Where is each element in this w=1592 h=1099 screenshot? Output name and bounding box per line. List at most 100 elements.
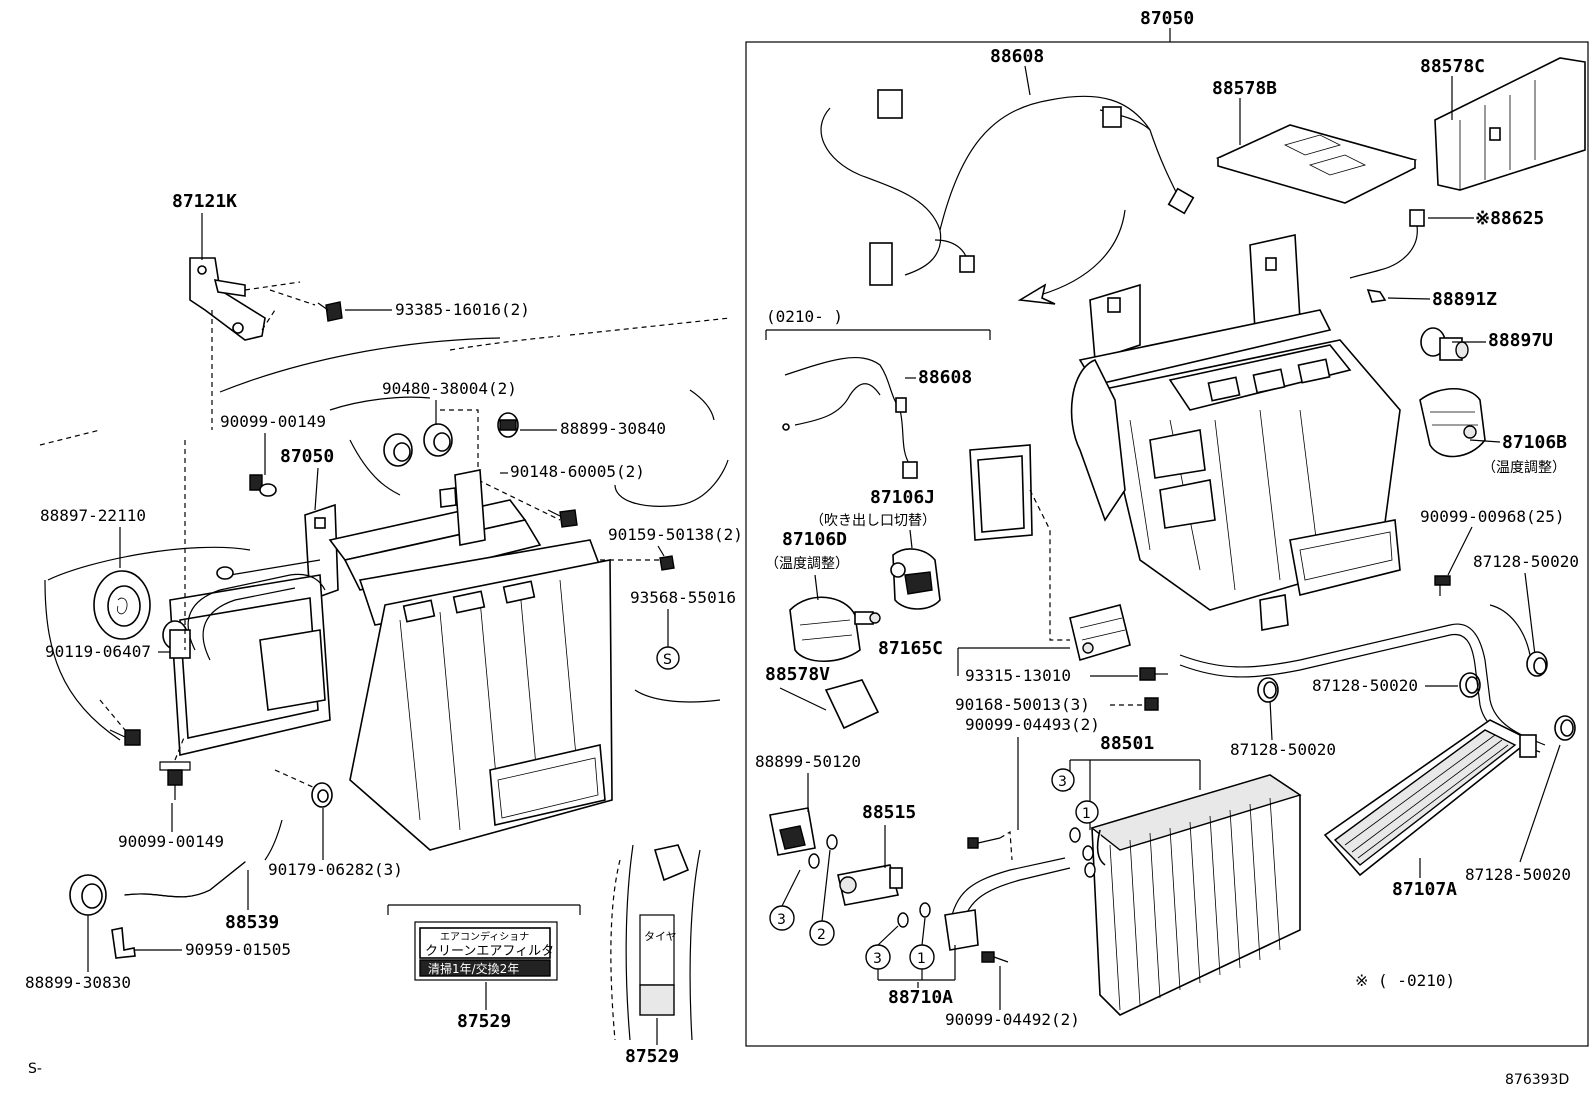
svg-text:3: 3 (777, 912, 786, 928)
screw-90168-50013[interactable] (1144, 697, 1159, 711)
label-90119-06407[interactable]: 90119-06407 (45, 642, 151, 661)
label-88897U[interactable]: 88897U (1488, 330, 1553, 351)
hvac-unit-right[interactable] (969, 234, 1401, 631)
screw-93315-13010[interactable] (1139, 667, 1168, 681)
part-88578V[interactable] (824, 679, 880, 730)
screw-90099-04492[interactable] (981, 951, 1009, 963)
screw-90119-lower[interactable] (109, 729, 141, 746)
label-87106B[interactable]: 87106B (1502, 432, 1567, 453)
label-88539[interactable]: 88539 (225, 912, 279, 933)
grommet-88899-30830[interactable] (69, 874, 107, 916)
filter-label-line2: クリーンエアフィルタ (425, 944, 554, 959)
label-88710A[interactable]: 88710A (888, 987, 953, 1008)
label-90099-00968[interactable]: 90099-00968(25) (1420, 507, 1565, 526)
range-bracket-0210 (765, 329, 991, 340)
screw-90099-04493[interactable] (967, 837, 1001, 849)
label-90179-06282[interactable]: 90179-06282(3) (268, 860, 403, 879)
wire-harness-88608-b[interactable] (782, 356, 918, 479)
label-88899-50120[interactable]: 88899-50120 (755, 752, 861, 771)
sensor-88625[interactable] (1349, 209, 1425, 279)
heater-core-87107A[interactable] (1323, 719, 1537, 877)
label-88501[interactable]: 88501 (1100, 733, 1154, 754)
label-90959-01505[interactable]: 90959-01505 (185, 940, 291, 959)
label-90099-00149-a[interactable]: 90099-00149 (220, 412, 326, 431)
label-90099-04492[interactable]: 90099-04492(2) (945, 1010, 1080, 1029)
bolt-90148-60005[interactable] (547, 509, 578, 528)
label-88515[interactable]: 88515 (862, 802, 916, 823)
grommet-88897-22110[interactable] (93, 570, 151, 640)
label-87128-50020-a[interactable]: 87128-50020 (1473, 552, 1579, 571)
drain-hose-88539[interactable] (124, 861, 246, 898)
part-88897U[interactable] (1420, 327, 1469, 361)
clamp-90959-01505[interactable] (111, 927, 136, 959)
label-88578B[interactable]: 88578B (1212, 78, 1277, 99)
clip-90159-50138[interactable] (659, 555, 675, 571)
label-87106J[interactable]: 87106J (870, 487, 935, 508)
label-90168-50013[interactable]: 90168-50013(3) (955, 695, 1090, 714)
label-88608-b[interactable]: 88608 (918, 367, 972, 388)
actuator-87165C[interactable] (1069, 604, 1131, 662)
label-87529-b[interactable]: 87529 (625, 1046, 679, 1067)
label-87106J-jp: （吹き出し口切替） (810, 513, 936, 529)
label-88899-30840[interactable]: 88899-30840 (560, 419, 666, 438)
grommet-87128-50020-d[interactable] (1554, 715, 1576, 741)
clip-88891Z[interactable] (1366, 288, 1387, 303)
label-87106D-jp: （温度調整） (765, 556, 849, 572)
label-88891Z[interactable]: 88891Z (1432, 289, 1497, 310)
hvac-unit-left[interactable] (169, 469, 613, 851)
wire-harness-88608[interactable] (820, 89, 1195, 286)
label-93315-13010[interactable]: 93315-13010 (965, 666, 1071, 685)
expansion-valve-88515[interactable] (837, 864, 903, 906)
grommet-87128-50020-c[interactable] (1257, 677, 1279, 703)
label-88608-a[interactable]: 88608 (990, 46, 1044, 67)
bracket-87121K[interactable] (189, 257, 266, 341)
label-87529-a[interactable]: 87529 (457, 1011, 511, 1032)
label-90099-00149-b[interactable]: 90099-00149 (118, 832, 224, 851)
label-87128-50020-c[interactable]: 87128-50020 (1230, 740, 1336, 759)
label-88899-30830[interactable]: 88899-30830 (25, 973, 131, 992)
part-90119-06407[interactable] (162, 620, 191, 659)
svg-text:1: 1 (917, 951, 926, 967)
label-87050-top[interactable]: 87050 (1140, 8, 1194, 29)
label-87106D[interactable]: 87106D (782, 529, 847, 550)
nut-90179-06282[interactable] (311, 782, 333, 808)
label-88578C[interactable]: 88578C (1420, 56, 1485, 77)
label-88897-22110[interactable]: 88897-22110 (40, 506, 146, 525)
filter-label-line3: 清掃1年/交換2年 (428, 961, 519, 976)
bolt-93385-16016[interactable] (317, 301, 343, 322)
label-88578V[interactable]: 88578V (765, 664, 830, 685)
footer-code: 876393D (1505, 1072, 1569, 1088)
label-90099-04493[interactable]: 90099-04493(2) (965, 715, 1100, 734)
label-87128-50020-d[interactable]: 87128-50020 (1465, 865, 1571, 884)
servo-87106B[interactable] (1419, 388, 1486, 458)
part-88899-50120[interactable] (769, 807, 816, 856)
label-87107A[interactable]: 87107A (1392, 879, 1457, 900)
clip-90480-38004[interactable] (383, 423, 453, 467)
screw-90099-00968[interactable] (1434, 575, 1451, 596)
servo-87106D[interactable] (789, 596, 881, 662)
label-90480-38004[interactable]: 90480-38004(2) (382, 379, 517, 398)
screw-90099-00149-b[interactable] (159, 761, 191, 800)
label-0210-range[interactable]: (0210- ) (766, 307, 843, 326)
grommet-87128-50020-a[interactable] (1526, 651, 1548, 677)
filter-88578C[interactable] (1434, 57, 1586, 191)
label-87050-left[interactable]: 87050 (280, 446, 334, 467)
glovebox-panel-87529[interactable] (610, 844, 701, 1041)
label-93568-55016[interactable]: 93568-55016 (630, 588, 736, 607)
clip-88899-30840[interactable] (497, 412, 519, 438)
filter-label-87529[interactable] (387, 904, 581, 981)
servo-87106J[interactable] (890, 548, 941, 610)
label-93385-16016[interactable]: 93385-16016(2) (395, 300, 530, 319)
label-87128-50020-b[interactable]: 87128-50020 (1312, 676, 1418, 695)
evaporator-88501[interactable] (1090, 774, 1302, 1016)
screw-90099-00149-a[interactable] (249, 474, 277, 497)
label-note-0210[interactable]: ※ ( -0210) (1355, 971, 1455, 990)
label-87165C[interactable]: 87165C (878, 638, 943, 659)
label-90148-60005[interactable]: 90148-60005(2) (510, 462, 645, 481)
label-90159-50138[interactable]: 90159-50138(2) (608, 525, 743, 544)
label-87121K[interactable]: 87121K (172, 191, 237, 212)
label-88625[interactable]: ※88625 (1475, 208, 1544, 229)
filter-88578B[interactable] (1215, 124, 1418, 204)
callout-circles-valve: 3 2 (769, 834, 838, 946)
